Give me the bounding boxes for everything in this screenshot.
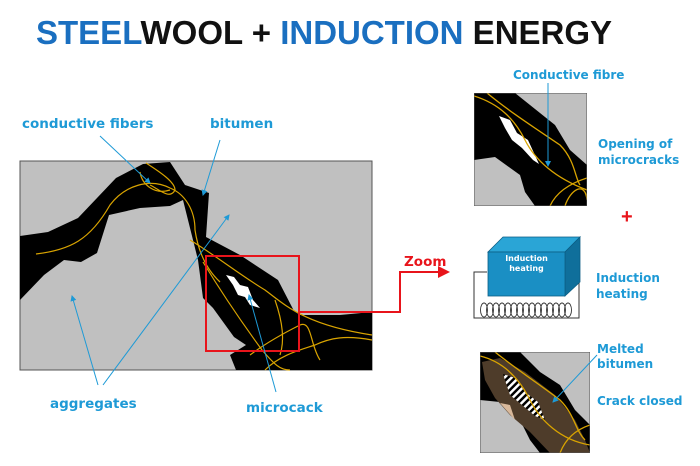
induction-box-line1: Induction — [505, 254, 548, 263]
bitumen-region — [20, 162, 372, 370]
leader-aggregates-2 — [102, 214, 230, 386]
label-melted: Melted — [597, 342, 644, 356]
induction-box-line2: heating — [509, 264, 544, 273]
title-energy: ENERGY — [463, 14, 613, 51]
label-conductive-fibers: conductive fibers — [22, 116, 154, 132]
panel-crack-closed — [480, 352, 590, 453]
label-bitumen-melted: bitumen — [597, 357, 654, 371]
label-opening-of: Opening of — [598, 137, 673, 151]
label-bitumen: bitumen — [210, 116, 274, 132]
label-zoom: Zoom — [404, 254, 447, 270]
plus-sign: + — [621, 206, 633, 228]
label-conductive-fibre: Conductive fibre — [513, 68, 625, 82]
panel-induction-heating — [473, 236, 581, 319]
title-steel: STEEL — [36, 14, 141, 51]
title-induction: INDUCTION — [280, 14, 464, 51]
leader-melted-bitumen — [552, 354, 598, 403]
label-heating: heating — [596, 287, 648, 301]
page-title: STEELWOOL + INDUCTION ENERGY — [36, 14, 612, 52]
label-aggregates: aggregates — [50, 396, 137, 412]
label-microcracks: microcracks — [598, 153, 680, 167]
label-crack-closed: Crack closed — [597, 394, 683, 408]
leader-aggregates-1 — [70, 295, 99, 386]
main-diagram — [19, 160, 450, 371]
leader-microcrack — [247, 294, 277, 393]
zoom-region-box — [205, 255, 300, 352]
induction-coil — [480, 302, 572, 318]
leader-bitumen — [201, 139, 221, 196]
label-induction: Induction — [596, 271, 660, 285]
panel-opening-microcracks — [474, 93, 587, 206]
zoom-arrow — [299, 266, 450, 313]
label-microcrack: microcack — [246, 400, 323, 416]
title-wool: WOOL + — [140, 14, 281, 51]
induction-box-front — [487, 251, 566, 297]
leader-conductive-fibers — [99, 135, 151, 184]
induction-box-top — [487, 236, 581, 253]
